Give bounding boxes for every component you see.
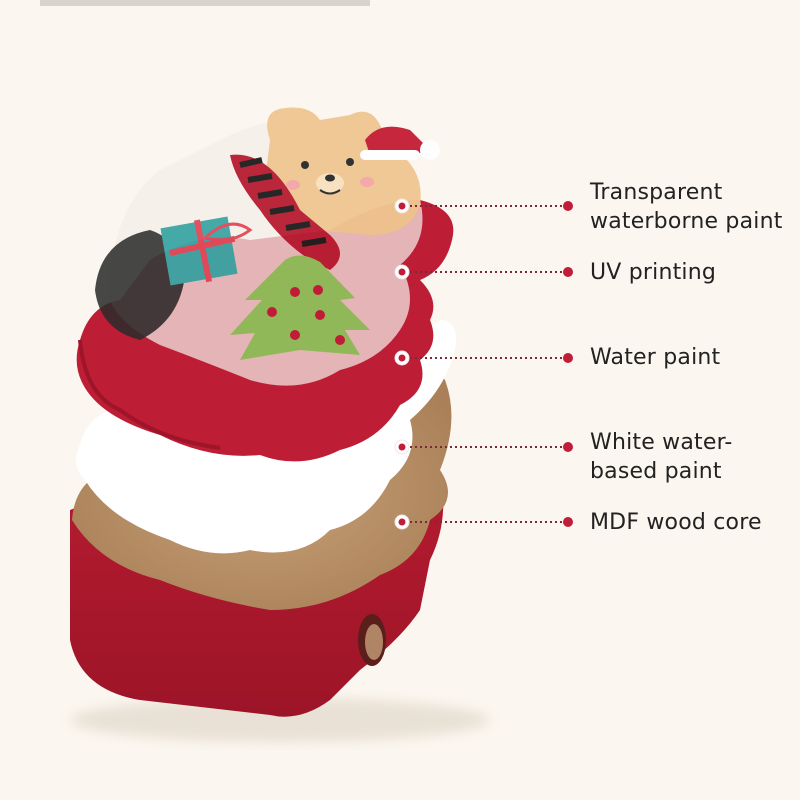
label-line: waterborne paint <box>590 209 783 234</box>
leader-start-dot-1 <box>398 268 406 276</box>
gift-box <box>160 216 238 286</box>
label-line: UV printing <box>590 260 717 285</box>
drop-shadow <box>70 698 490 742</box>
leader-end-dot-1 <box>563 267 573 277</box>
label-transparent-waterborne-paint: Transparent waterborne paint <box>590 178 783 236</box>
santa-hat <box>365 126 430 157</box>
label-uv-printing: UV printing <box>590 258 716 287</box>
label-white-water-based-paint: White water- based paint <box>590 428 733 486</box>
top-cropped-text <box>40 0 370 6</box>
leader-end-dot-0 <box>563 201 573 211</box>
leader-end-dot-2 <box>563 353 573 363</box>
leader-start-dot-4 <box>398 518 406 526</box>
christmas-tree <box>230 255 370 360</box>
leader-start-dot-2 <box>398 354 406 362</box>
leader-end-dot-3 <box>563 442 573 452</box>
label-line: based paint <box>590 459 722 484</box>
label-mdf-wood-core: MDF wood core <box>590 508 762 537</box>
leader-start-dot-3 <box>398 443 406 451</box>
label-water-paint: Water paint <box>590 343 720 372</box>
leader-lines <box>394 198 573 530</box>
label-line: MDF wood core <box>590 510 762 535</box>
leader-end-dot-4 <box>563 517 573 527</box>
label-line: White water- <box>590 430 733 455</box>
label-line: Transparent <box>590 180 723 205</box>
leader-start-dot-0 <box>398 202 406 210</box>
label-line: Water paint <box>590 345 721 370</box>
uv-print-layer <box>95 107 440 386</box>
